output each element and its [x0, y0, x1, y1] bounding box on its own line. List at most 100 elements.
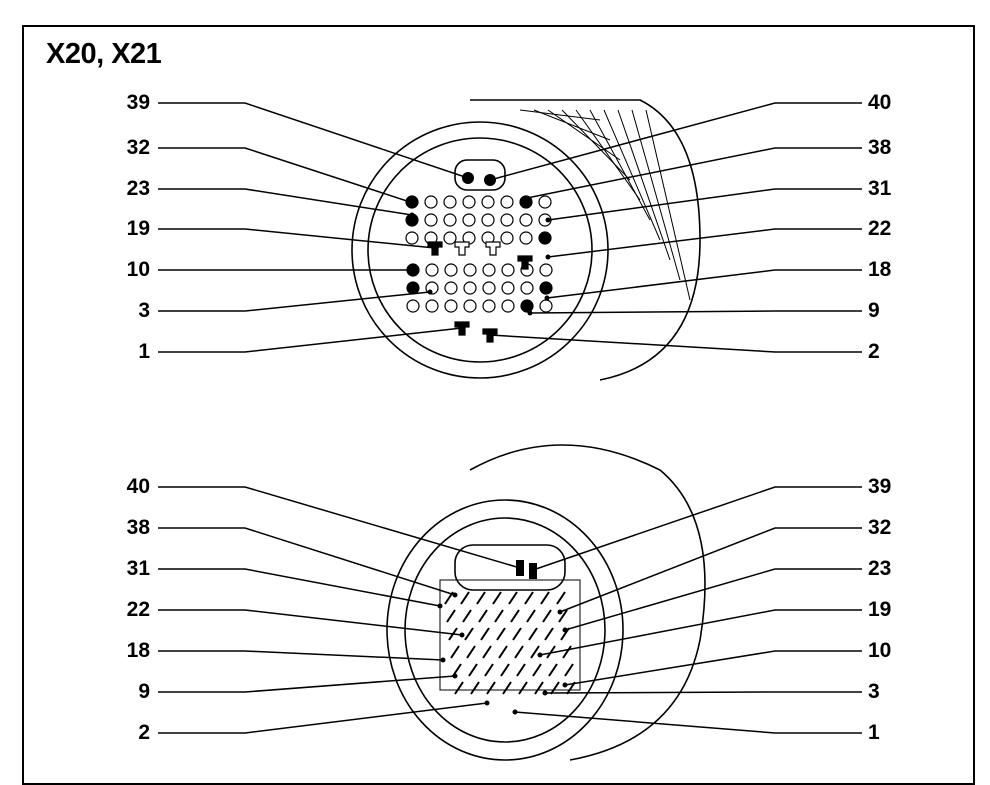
pin [424, 213, 438, 227]
bottom-right-pin-label: 10 [868, 639, 892, 662]
pin [443, 213, 457, 227]
top-left-leader-dot [459, 325, 465, 331]
rear-terminal [524, 591, 534, 605]
rear-terminal [550, 681, 560, 695]
rear-terminal [546, 645, 556, 659]
rear-terminal [446, 609, 456, 623]
rear-terminal [484, 663, 494, 677]
rear-terminal [532, 663, 542, 677]
blade-terminal [485, 241, 501, 256]
bottom-right-leader-dot [557, 609, 563, 615]
top-right-pin-label: 2 [868, 340, 880, 363]
body-rib [617, 109, 671, 261]
top-left-leader-dot [432, 245, 438, 251]
bottom-right-leader-line [532, 486, 862, 571]
bottom-left-pin-label: 38 [126, 516, 150, 539]
rear-terminal [564, 663, 574, 677]
top-left-pin-label: 32 [126, 136, 150, 159]
pin [539, 263, 553, 277]
connector-body-outline [470, 99, 701, 381]
top-right-leader-dot [545, 217, 551, 223]
bottom-right-leader-line [559, 527, 862, 613]
top-left-leader-line [158, 327, 463, 353]
body-rib [533, 109, 611, 141]
top-right-leader-dot [527, 310, 533, 316]
bottom-left-leader-dot [459, 632, 465, 638]
pin [482, 299, 496, 313]
bottom-right-leader-dot [542, 690, 548, 696]
pin [520, 299, 534, 313]
pin [481, 195, 495, 209]
top-left-pin-label: 39 [126, 91, 150, 114]
rear-terminal-block [439, 579, 581, 691]
rear-terminal [540, 591, 550, 605]
rear-terminal [460, 591, 470, 605]
pin [424, 195, 438, 209]
pin [444, 299, 458, 313]
bottom-right-leader-dot [562, 682, 568, 688]
rear-terminal [462, 609, 472, 623]
pin [538, 195, 552, 209]
pin [406, 299, 420, 313]
pin [425, 299, 439, 313]
bottom-left-leader-dot [517, 565, 523, 571]
diagram-title: X20, X21 [46, 38, 162, 70]
rear-face-outer [386, 499, 624, 761]
pin [539, 281, 553, 295]
top-right-leader-line [546, 269, 862, 299]
rear-terminal [454, 681, 464, 695]
top-left-pin-label: 10 [126, 258, 150, 281]
top-left-leader-line [158, 147, 411, 203]
pin [462, 195, 476, 209]
body-rib [603, 109, 661, 241]
bottom-left-pin-label: 18 [126, 639, 150, 662]
pin [500, 231, 514, 245]
top-left-leader-dot [409, 212, 415, 218]
bottom-right-pin-label: 32 [868, 516, 892, 539]
top-left-leader-dot [465, 175, 471, 181]
top-right-pin-label: 40 [868, 91, 892, 114]
body-rib [561, 109, 631, 181]
pin [443, 231, 457, 245]
bottom-left-leader-line [158, 568, 441, 607]
rear-terminal [516, 663, 526, 677]
bottom-right-pin-label: 3 [868, 680, 880, 703]
top-right-leader-line [547, 188, 862, 221]
pin [482, 281, 496, 295]
bottom-left-leader-line [158, 486, 521, 569]
bottom-left-leader-line [158, 702, 488, 734]
bottom-right-leader-line [564, 568, 862, 631]
top-right-leader-line [547, 228, 862, 258]
pin [519, 213, 533, 227]
rear-terminal [512, 627, 522, 641]
pin [520, 281, 534, 295]
rear-terminal [450, 645, 460, 659]
rear-terminal [534, 681, 544, 695]
pin [500, 195, 514, 209]
top-left-pin-label: 1 [138, 340, 150, 363]
rear-terminal [530, 645, 540, 659]
pin [500, 213, 514, 227]
top-right-pin-label: 9 [868, 299, 880, 322]
top-right-leader-dot [487, 332, 493, 338]
bottom-right-leader-dot [537, 652, 543, 658]
pin [405, 231, 419, 245]
pin [462, 213, 476, 227]
bottom-left-leader-dot [452, 673, 458, 679]
body-rib [589, 109, 651, 221]
top-left-pin-label: 23 [126, 177, 150, 200]
top-right-pin-label: 31 [868, 177, 892, 200]
pin [482, 263, 496, 277]
top-left-leader-dot [407, 199, 413, 205]
pin [501, 281, 515, 295]
bottom-left-leader-line [158, 527, 456, 596]
bottom-right-leader-dot [512, 709, 518, 715]
bottom-left-leader-dot [440, 657, 446, 663]
pin [538, 231, 552, 245]
bottom-left-leader-dot [452, 592, 458, 598]
top-left-leader-line [158, 102, 469, 179]
top-right-leader-line [529, 310, 862, 314]
bottom-left-pin-label: 40 [126, 475, 150, 498]
bottom-right-leader-dot [562, 627, 568, 633]
